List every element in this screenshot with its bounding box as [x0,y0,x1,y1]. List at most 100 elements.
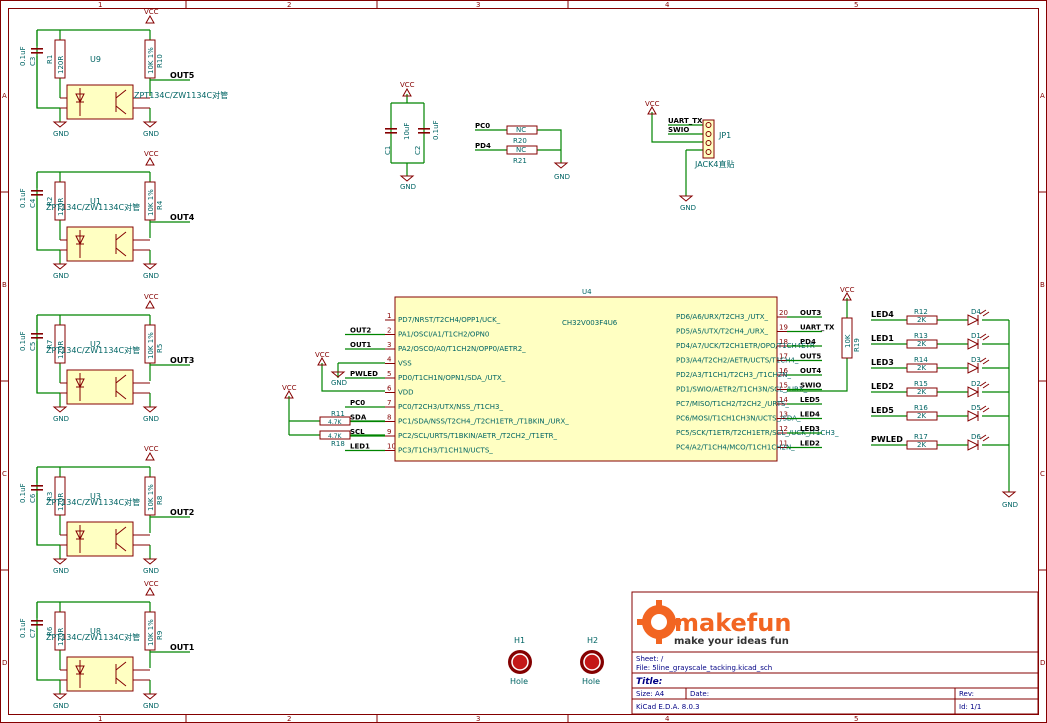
pin-number: 4 [387,356,392,364]
r19-value: 10K [844,334,852,348]
frame-col-label: 2 [287,1,291,9]
led-net-label: LED2 [871,382,894,391]
pin-name: PD5/A5/UTX/T2CH4_/URX_ [676,328,769,336]
led-ref: D6 [971,433,981,441]
out-net-label: OUT4 [170,213,195,222]
pin-number: 1 [387,312,391,320]
pin-name: PD6/A6/URX/T2CH3_/UTX_ [676,313,769,321]
gnd-label: GND [400,183,416,191]
net-label: LED5 [800,396,820,404]
vcc-label: VCC [144,293,159,301]
gnd-label: GND [143,415,159,423]
opto-part: ZPT134C/ZW1134C对管 [46,345,140,355]
out-net-label: OUT2 [170,508,194,517]
opto-part: ZPT134C/ZW1134C对管 [46,497,140,507]
pin-number: 5 [387,370,391,378]
rout-value: 10K 1% [147,619,155,646]
pin-number: 10 [387,443,396,451]
led-ref: D5 [971,404,981,412]
net-label: LED4 [800,411,820,419]
led-resistor-value: 2K [917,412,926,420]
pin-name: PC6/MOSI/T1CH1CH3N/UCTS_/SDA_ [676,415,801,423]
file-field: File: 5line_grayscale_tacking.kicad_sch [636,664,772,672]
cap-ref: C7 [29,629,37,638]
pin-number: 13 [779,411,788,419]
cap-ref: C4 [29,198,37,208]
led-ref: D2 [971,380,981,388]
r21-value: NC [516,146,526,154]
pin-number: 9 [387,428,391,436]
net-label: UART_TX [800,324,835,332]
net-label: OUT5 [800,353,821,361]
pin-name: PD0/T1CH1N/OPN1/SDA_/UTX_ [398,374,506,382]
mcu-side-wiring: VCC GND VCC 4.7K 4.7K R11 R18 VCC 10K R1… [282,286,861,448]
net-label: LED2 [800,440,820,448]
rev-field: Rev: [959,690,974,698]
uart-tx-label: UART_TX [668,117,703,125]
vcc-symbol [402,87,412,97]
rin-value: 120R [57,56,65,74]
frame-col-label: 4 [665,1,670,9]
date-field: Date: [690,690,709,698]
jack-jp1: VCC UART_TX SWIO JP1 JACK4直贴 GND [645,100,734,212]
pin-name: PD2/A3/T1CH1/T2CH3_/T1CH2N_ [676,371,791,379]
led-ref: D3 [971,356,981,364]
pin-name: PA1/OSCI/A1/T1CH2/OPN0 [398,331,489,339]
led-net-label: LED5 [871,406,894,415]
vcc-label: VCC [144,580,159,588]
rin-ref: R7 [46,340,54,349]
pin-name: PD3/A4/T2CH2/AETR/UCTS/T1CH4_ [676,357,799,365]
gnd-label: GND [554,173,570,181]
pc0-net-label: PC0 [475,122,490,130]
pin-name: PC3/T1CH3/T1CH1N/UCTS_ [398,447,493,455]
pin-name: PA2/OSCO/A0/T1CH2N/OPP0/AETR2_ [398,345,526,353]
led-net-label: PWLED [871,435,903,444]
cap-value: 0.1uF [19,46,27,66]
out-net-label: OUT1 [170,643,195,652]
pin-number: 17 [779,353,788,361]
led-net-label: LED3 [871,358,894,367]
h2-ref: H2 [587,636,598,645]
pin-name: PC4/A2/T1CH4/MCO/T1CH1CH2N_ [676,444,795,452]
net-label: LED3 [800,425,820,433]
rout-ref: R10 [156,54,164,68]
rout-value: 10K 1% [147,189,155,216]
net-label: SWIO [800,382,821,390]
jp1-ref: JP1 [718,131,731,140]
pin-name: PD4/A7/UCK/T2CH1ETR/OPO/T1CH4ETR [676,342,815,350]
r11-value: 4.7K [328,419,343,426]
vcc-label: VCC [144,8,159,16]
r18-ref: R18 [331,440,345,448]
c1-value: 10uF [403,123,411,140]
gnd-label: GND [143,130,159,138]
jack-part-name: JACK4直贴 [694,159,734,169]
u-ref: U3 [90,492,101,501]
rout-ref: R4 [156,200,164,210]
gnd-label: GND [680,204,696,212]
mcu-right-pin: 12PC5/SCK/T1ETR/T2CH1ETR/SCL_/UCK_/T1CH3… [676,425,839,437]
net-label: SDA [350,414,367,422]
net-label: SCL [350,428,365,436]
h1-ref: H1 [514,636,525,645]
title-field: Title: [636,677,662,687]
rout-ref: R5 [156,344,164,353]
vcc-label: VCC [840,286,855,294]
opto-part: ZPT134C/ZW1134C对管 [46,202,140,212]
led-resistor-value: 2K [917,364,926,372]
frame-row-label: C [2,470,7,478]
r20-ref: R20 [513,137,527,145]
title-block: makefun make your ideas fun Sheet: / Fil… [631,591,1039,715]
rout-value: 10K 1% [147,484,155,511]
gnd-label: GND [143,272,159,280]
rout-value: 10K 1% [147,47,155,74]
frame-row-label: A [2,92,7,100]
